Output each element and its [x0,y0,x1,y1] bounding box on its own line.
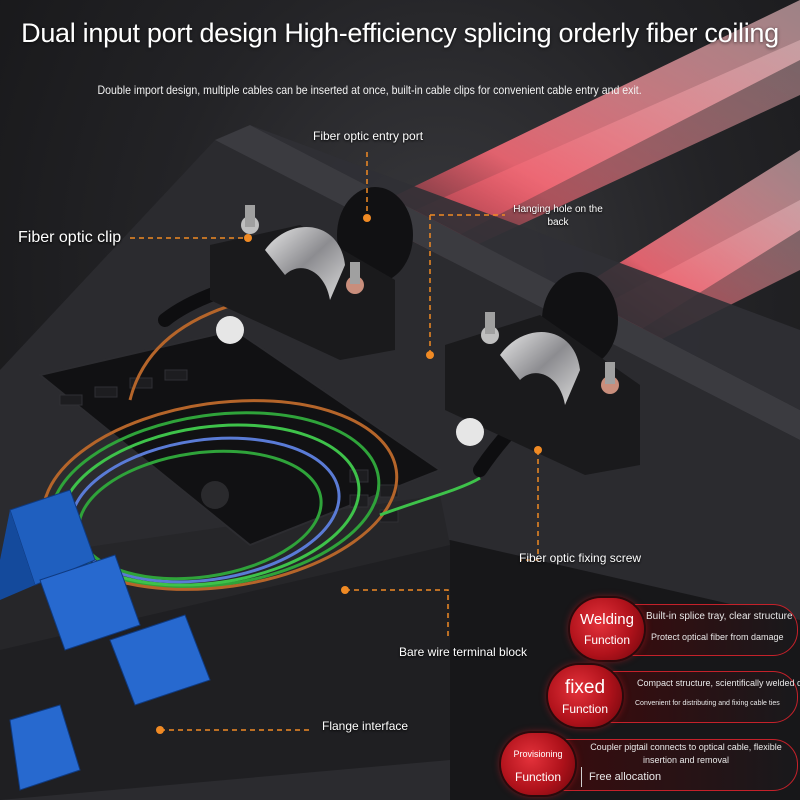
feature-detail: Protect optical fiber from damage [651,632,784,642]
feature-detail: Free allocation [589,771,662,783]
feature-title: Provisioning [513,749,563,759]
feature-description: Compact structure, scientifically welded… [637,678,800,688]
feature-pill [541,739,798,791]
feature-description: Built-in splice tray, clear structure [646,611,793,622]
callout-fiber-clip: Fiber optic clip [18,229,122,246]
callout-entry-port: Fiber optic entry port [313,129,424,143]
feature-subtitle: Function [561,702,609,716]
feature-subtitle: Function [583,633,631,647]
fiber-clips [210,205,640,475]
feature-subtitle: Function [514,770,562,784]
feature-divider [581,767,582,787]
feature-title: Welding [580,611,634,628]
headline: Dual input port design High-efficiency s… [21,18,779,48]
feature-fixed: fixed Function Compact structure, scient… [548,665,800,727]
feature-pill [588,671,798,723]
feature-detail: Convenient for distributing and fixing c… [635,700,780,707]
feature-welding: Welding Function Built-in splice tray, c… [570,598,800,660]
feature-badge [570,598,644,660]
callout-terminal-block: Bare wire terminal block [399,645,528,659]
leader-lines [130,152,539,731]
feature-badge [548,665,622,727]
feature-provisioning: Provisioning Function Coupler pigtail co… [501,733,800,795]
subheadline: Double import design, multiple cables ca… [97,83,642,97]
callout-fixing-screw: Fiber optic fixing screw [519,551,642,565]
callout-hanging-hole: Hanging hole on the back [513,204,603,228]
feature-badge [501,733,575,795]
feature-title: fixed [564,677,606,698]
callout-flange-interface: Flange interface [322,719,409,733]
leader-dots [156,214,542,734]
sc-adapters [0,489,211,791]
feature-description: Coupler pigtail connects to optical cabl… [590,742,782,765]
